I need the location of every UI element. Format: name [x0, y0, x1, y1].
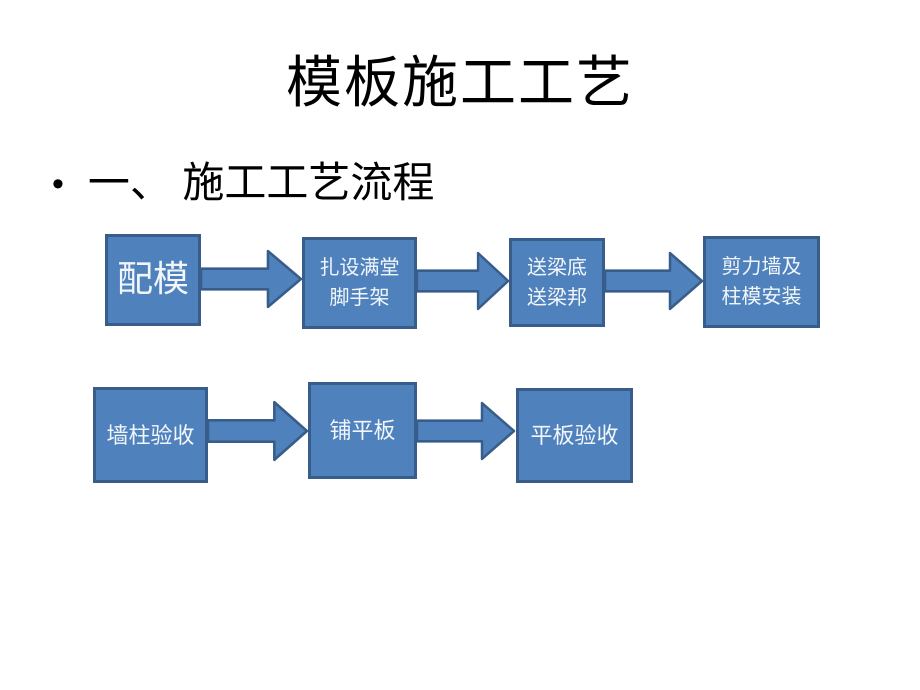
- flow-box-step2-label: 扎设满堂 脚手架: [319, 257, 400, 309]
- section-heading: 一、 施工工艺流程: [87, 161, 435, 207]
- flow-arrow-icon: [416, 251, 510, 311]
- flow-box-step4-label: 剪力墙及 柱模安装: [721, 256, 802, 308]
- flow-box-step5-label: 墙柱验收: [106, 422, 195, 448]
- flow-box-step1: 配模: [105, 234, 201, 326]
- bullet-marker: •: [52, 165, 64, 204]
- bullet-line: • 一、 施工工艺流程: [52, 158, 434, 211]
- flow-arrow-icon: [416, 401, 516, 461]
- slide-title: 模板施工工艺: [286, 53, 634, 115]
- flow-box-step7: 平板验收: [516, 388, 633, 483]
- flow-box-step6-label: 铺平板: [329, 418, 396, 443]
- flow-box-step1-label: 配模: [116, 259, 189, 300]
- flow-box-step2: 扎设满堂 脚手架: [302, 237, 417, 329]
- flow-arrow-icon: [207, 400, 309, 462]
- flow-box-step6: 铺平板: [308, 382, 417, 479]
- flow-box-step3-label: 送梁底 送梁邦: [527, 256, 587, 309]
- flow-arrow-icon: [604, 251, 704, 311]
- flow-box-step4: 剪力墙及 柱模安装: [703, 236, 820, 328]
- flow-box-step5: 墙柱验收: [93, 387, 208, 483]
- flow-arrow-icon: [200, 249, 303, 309]
- flow-box-step7-label: 平板验收: [530, 423, 619, 448]
- flow-box-step3: 送梁底 送梁邦: [509, 238, 605, 327]
